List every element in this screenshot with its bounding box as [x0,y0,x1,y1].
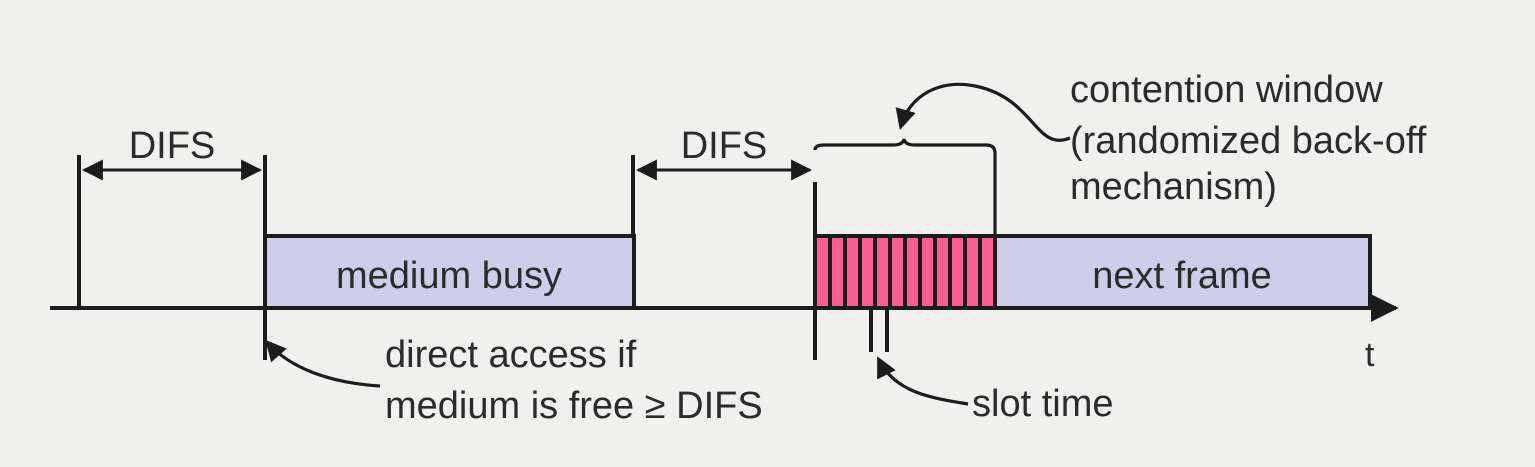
slot-time-callout: slot time [869,308,1113,425]
contention-window-slots [813,234,997,310]
time-axis-label: t [1365,336,1375,374]
next-frame-label: next frame [1092,255,1272,297]
contention-window-callout: contention window (randomized back-off m… [895,69,1427,208]
medium-busy-label: medium busy [336,255,562,297]
difs-second-measure: DIFS [635,125,813,181]
contention-callout-arrow [895,82,1071,142]
brace-path [813,138,997,236]
direct-access-arrow [265,339,381,388]
contention-window-label-line3: mechanism) [1070,166,1277,208]
difs-second-label: DIFS [681,125,768,167]
contention-window-brace [813,138,997,236]
difs-first-measure: DIFS [81,125,263,181]
slot-dividers [828,238,982,306]
next-frame-block: next frame [993,234,1372,310]
contention-window-label-line2: (randomized back-off [1070,120,1427,162]
next-frame-rect [993,234,1372,310]
medium-busy-rect [263,234,636,310]
medium-busy-block: medium busy [263,234,636,310]
slot-time-label: slot time [972,383,1113,425]
direct-access-label-line1: direct access if [385,334,637,376]
contention-window-label-line1: contention window [1070,69,1383,111]
direct-access-callout: direct access if medium is free ≥ DIFS [265,334,763,427]
slot-time-arrow [877,356,969,406]
time-axis-label-group: t [1365,336,1375,374]
direct-access-label-line2: medium is free ≥ DIFS [385,385,763,427]
difs-first-label: DIFS [129,125,216,167]
